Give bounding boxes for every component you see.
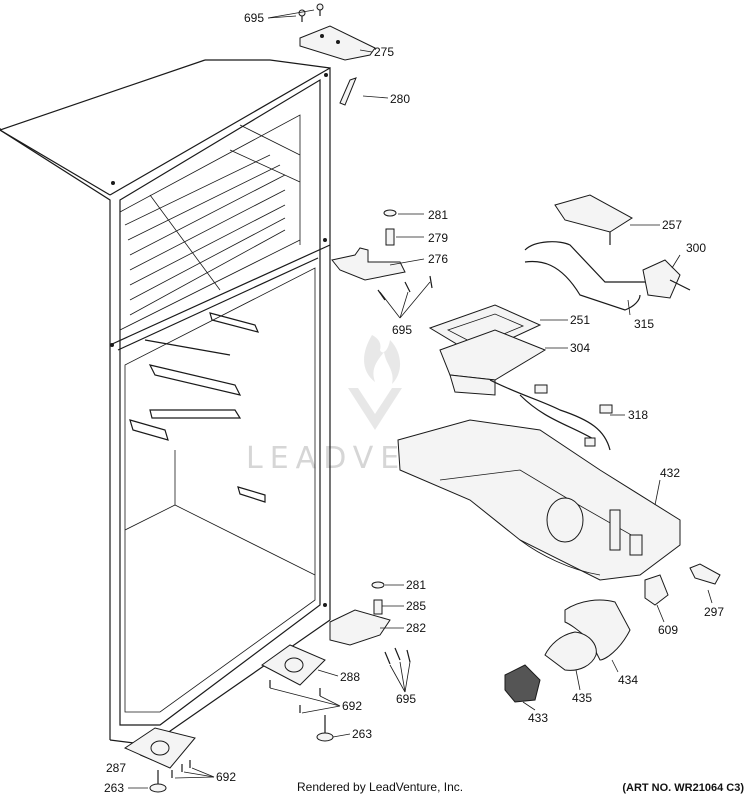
part-304-control-housing bbox=[439, 329, 547, 396]
part-285-lower-bushing bbox=[373, 599, 383, 615]
part-276-center-hinge bbox=[331, 247, 406, 281]
callout-251: 251 bbox=[570, 313, 590, 327]
callout-276: 276 bbox=[428, 252, 448, 266]
part-609-switch bbox=[644, 574, 669, 606]
part-432-light-housing bbox=[397, 419, 681, 581]
callout-279: 279 bbox=[428, 231, 448, 245]
part-695-low-screws bbox=[384, 647, 411, 665]
callout-304: 304 bbox=[570, 341, 590, 355]
rendered-by-credit: Rendered by LeadVenture, Inc. bbox=[297, 780, 464, 794]
part-263-mid-leveler bbox=[316, 715, 334, 742]
callout-433: 433 bbox=[528, 711, 548, 725]
part-280-hinge-pin bbox=[339, 77, 357, 106]
part-695-top-screws bbox=[298, 3, 324, 22]
callout-275: 275 bbox=[374, 45, 394, 59]
callout-labels: 695 275 280 281 279 276 695 257 300 315 … bbox=[104, 11, 724, 795]
part-692-low-screws bbox=[171, 760, 191, 778]
part-282-bottom-hinge bbox=[329, 609, 391, 646]
part-263-low-leveler bbox=[149, 770, 167, 793]
art-number: (ART NO. WR21064 C3) bbox=[622, 782, 744, 794]
callout-297: 297 bbox=[704, 605, 724, 619]
callout-280: 280 bbox=[390, 92, 410, 106]
callout-281-upper: 281 bbox=[428, 208, 448, 222]
part-318-wire-harness bbox=[489, 379, 613, 451]
part-695-mid-screws bbox=[377, 275, 433, 301]
part-287-front-bracket bbox=[123, 727, 196, 769]
callout-263-mid: 263 bbox=[352, 727, 372, 741]
part-435-bulb bbox=[544, 631, 597, 671]
refrigerator-cabinet bbox=[0, 59, 331, 746]
callout-288: 288 bbox=[340, 670, 360, 684]
watermark-logo-icon bbox=[348, 335, 402, 430]
callout-318: 318 bbox=[628, 408, 648, 422]
part-315-capillary-tube bbox=[524, 241, 645, 311]
callout-282: 282 bbox=[406, 621, 426, 635]
callout-287: 287 bbox=[106, 761, 126, 775]
part-692-mid-screws bbox=[269, 680, 321, 713]
callout-leaders bbox=[128, 9, 713, 789]
callout-692-mid: 692 bbox=[342, 699, 362, 713]
callout-434: 434 bbox=[618, 673, 638, 687]
callout-263-low: 263 bbox=[104, 781, 124, 795]
part-257-damper-cover bbox=[554, 194, 633, 245]
callout-285: 285 bbox=[406, 599, 426, 613]
callout-300: 300 bbox=[686, 241, 706, 255]
callout-435: 435 bbox=[572, 691, 592, 705]
callout-695-mid: 695 bbox=[392, 323, 412, 337]
callout-432: 432 bbox=[660, 466, 680, 480]
part-279-upper-bushing bbox=[385, 228, 395, 246]
part-300-thermostat bbox=[642, 259, 691, 299]
callout-257: 257 bbox=[662, 218, 682, 232]
callout-692-low: 692 bbox=[216, 770, 236, 784]
part-275-top-hinge bbox=[299, 25, 376, 61]
callout-695-top: 695 bbox=[244, 11, 264, 25]
part-281-upper-washer bbox=[383, 209, 397, 217]
part-433-lamp-socket bbox=[504, 664, 541, 703]
part-297-knob bbox=[689, 563, 721, 585]
part-434-lamp-shield bbox=[564, 599, 631, 661]
part-281-lower-washer bbox=[371, 581, 385, 589]
part-288-leveling-bracket bbox=[261, 644, 326, 686]
callout-315: 315 bbox=[634, 317, 654, 331]
callout-281-lower: 281 bbox=[406, 578, 426, 592]
callout-695-low: 695 bbox=[396, 692, 416, 706]
callout-609: 609 bbox=[658, 623, 678, 637]
